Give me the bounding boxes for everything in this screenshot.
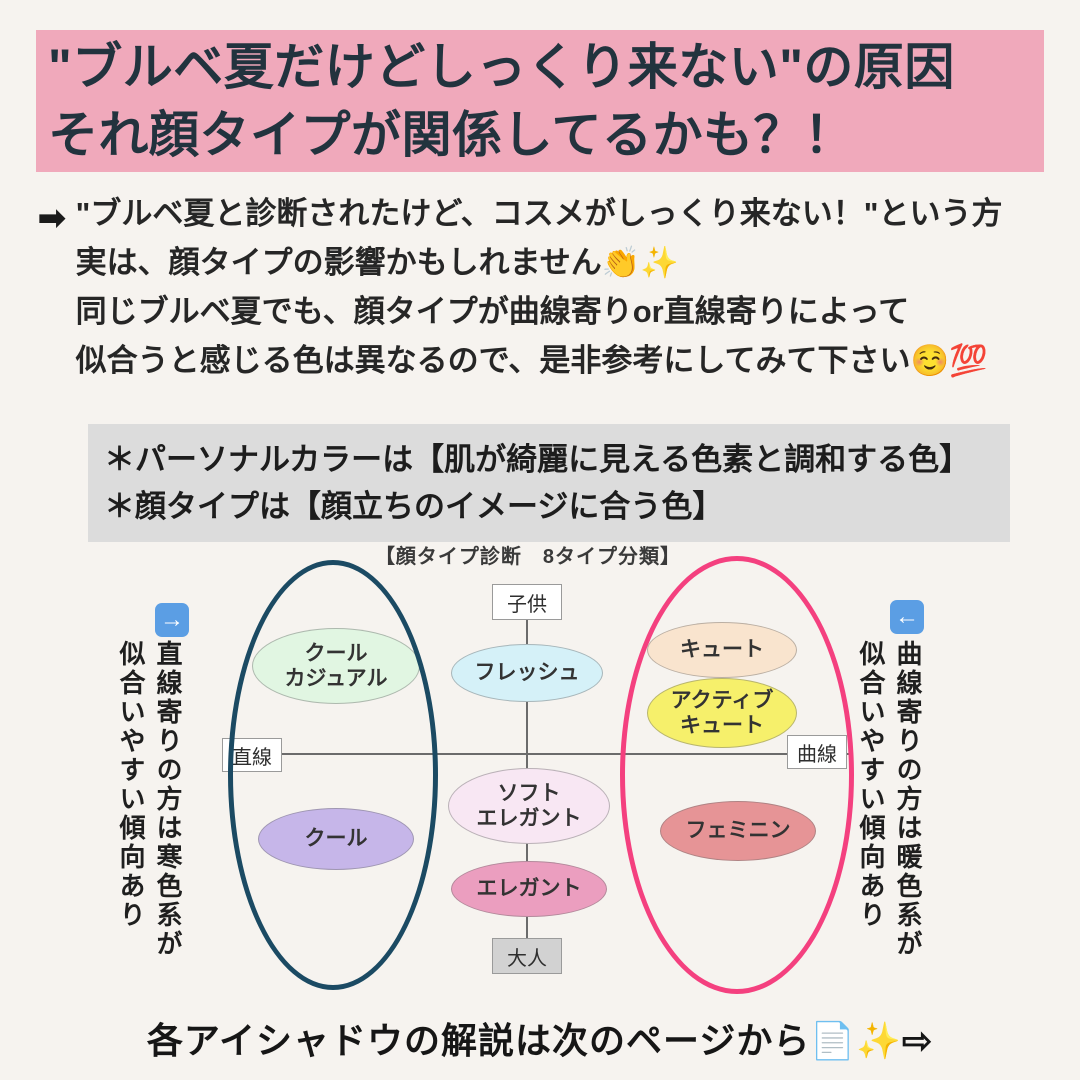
left-arrow-icon: ←: [890, 600, 924, 634]
face-type-diagram: 【顔タイプ診断 8タイプ分類】 クール カジュアル フレッシュ キュート アクテ…: [0, 535, 1080, 1025]
header-banner: "ブルベ夏だけどしっくり来ない"の原因 それ顔タイプが関係してるかも？！: [36, 30, 1044, 172]
face-type-fresh: フレッシュ: [451, 644, 603, 702]
side-note-curve: 曲線寄りの方は暖色系が似合いやすい傾向あり: [856, 640, 923, 959]
footer-note: 各アイシャドウの解説は次のページから📄✨⇨: [146, 1020, 934, 1061]
intro-paragraph: ➡ "ブルベ夏と診断されたけど、コスメがしっくり来ない！"という方 実は、顔タイ…: [38, 190, 1048, 386]
header-title-line2: それ顔タイプが関係してるかも？！: [48, 107, 855, 163]
note-line-1: ＊パーソナルカラーは【肌が綺麗に見える色素と調和する色】: [104, 442, 971, 477]
straight-types-group-circle: [228, 560, 438, 990]
intro-line-2: 実は、顔タイプの影響かもしれません👏✨: [75, 244, 679, 280]
side-note-straight: 直線寄りの方は寒色系が似合いやすい傾向あり: [116, 640, 183, 959]
intro-line-1: "ブルベ夏と診断されたけど、コスメがしっくり来ない！"という方: [75, 196, 1003, 231]
horizontal-axis-line: [228, 753, 852, 755]
chart-title: 【顔タイプ診断 8タイプ分類】: [374, 546, 682, 568]
face-type-soft-elegant: ソフト エレガント: [448, 768, 610, 844]
axis-label-child: 子供: [492, 584, 562, 620]
note-line-2: ＊顔タイプは【顔立ちのイメージに合う色】: [104, 489, 724, 525]
axis-label-adult: 大人: [492, 938, 562, 974]
intro-line-3: 同じブルベ夏でも、顔タイプが曲線寄りor直線寄りによって: [75, 293, 910, 329]
intro-lines: "ブルベ夏と診断されたけど、コスメがしっくり来ない！"という方 実は、顔タイプの…: [76, 190, 1048, 386]
header-title-line1: "ブルベ夏だけどしっくり来ない"の原因: [48, 39, 955, 95]
color-definition-box: ＊パーソナルカラーは【肌が綺麗に見える色素と調和する色】 ＊顔タイプは【顔立ちの…: [88, 424, 1010, 543]
intro-line-4: 似合うと感じる色は異なるので、是非参考にしてみて下さい☺️💯: [75, 342, 988, 378]
face-type-elegant: エレガント: [451, 861, 607, 917]
right-arrow-icon: →: [155, 603, 189, 637]
right-arrow-icon: ➡: [38, 199, 66, 236]
curve-types-group-circle: [620, 556, 854, 994]
